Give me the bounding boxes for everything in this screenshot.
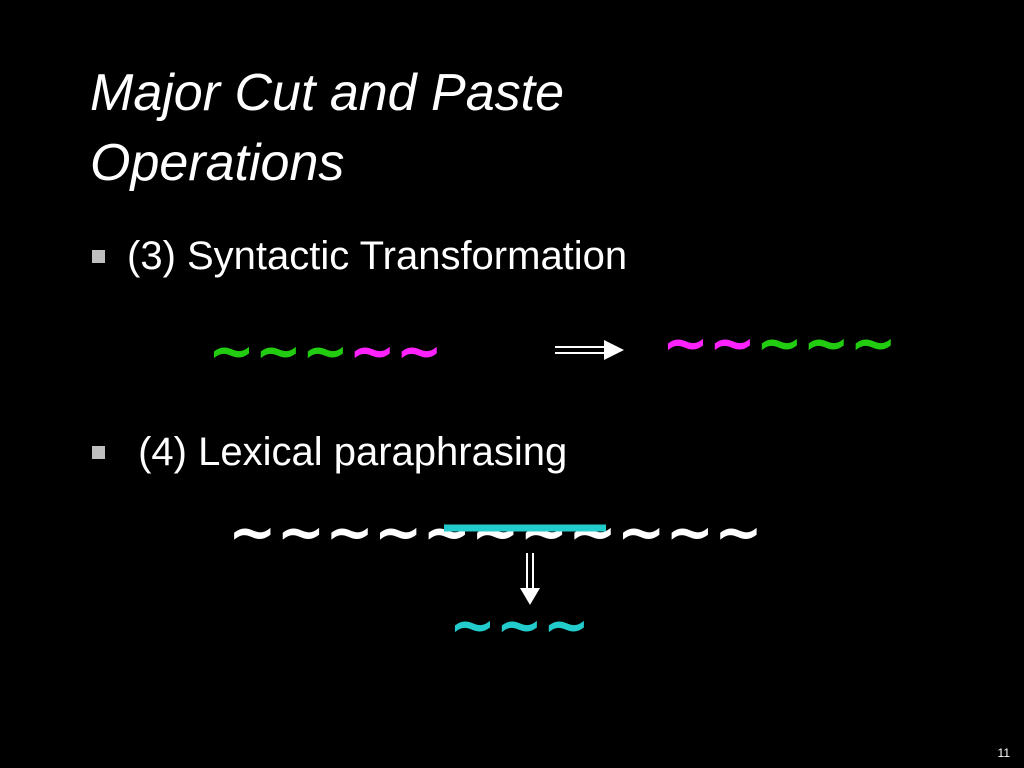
tilde-magenta: ~: [348, 319, 396, 384]
square-bullet-icon: [92, 249, 105, 263]
sentence-tildes: ~~~~~~~~~~~: [228, 502, 763, 562]
tilde-cyan: ~: [542, 593, 590, 658]
tilde-white: ~: [373, 498, 423, 566]
tilde-white: ~: [325, 498, 374, 566]
paraphrase-tildes: ~~~: [449, 596, 590, 656]
tilde-green: ~: [849, 311, 897, 376]
slide-number: 11: [997, 746, 1010, 760]
title-line-1: Major Cut and Paste: [90, 64, 565, 122]
tilde-white: ~: [471, 498, 520, 566]
source-phrase-tildes: ~~~~~: [208, 322, 443, 382]
title-line-2: Operations: [90, 134, 345, 192]
tilde-green: ~: [208, 319, 255, 384]
transformed-phrase-tildes: ~~~~~: [662, 314, 897, 374]
tilde-white: ~: [568, 498, 617, 566]
bullet-lexical-paraphrasing: (4) Lexical paraphrasing: [92, 428, 567, 476]
square-bullet-icon: [92, 445, 105, 459]
down-arrow-icon: [520, 553, 540, 605]
slide-title: Major Cut and Paste Operations: [90, 58, 890, 198]
tilde-white: ~: [665, 498, 715, 566]
tilde-white: ~: [616, 498, 666, 566]
tilde-cyan: ~: [449, 593, 496, 658]
tilde-white: ~: [276, 498, 326, 566]
bullet-text: (3) Syntactic Transformation: [127, 234, 628, 278]
tilde-white: ~: [714, 498, 763, 566]
tilde-magenta: ~: [708, 311, 756, 376]
bullet-syntactic-transformation: (3) Syntactic Transformation: [92, 232, 627, 280]
tilde-green: ~: [254, 319, 302, 384]
tilde-green: ~: [802, 311, 850, 376]
tilde-cyan: ~: [495, 593, 543, 658]
tilde-green: ~: [301, 319, 349, 384]
tilde-white: ~: [228, 498, 277, 566]
tilde-white: ~: [519, 498, 569, 566]
tilde-green: ~: [755, 311, 803, 376]
tilde-magenta: ~: [395, 319, 443, 384]
tilde-white: ~: [422, 498, 472, 566]
bullet-text: (4) Lexical paraphrasing: [127, 430, 568, 474]
tilde-magenta: ~: [662, 311, 709, 376]
